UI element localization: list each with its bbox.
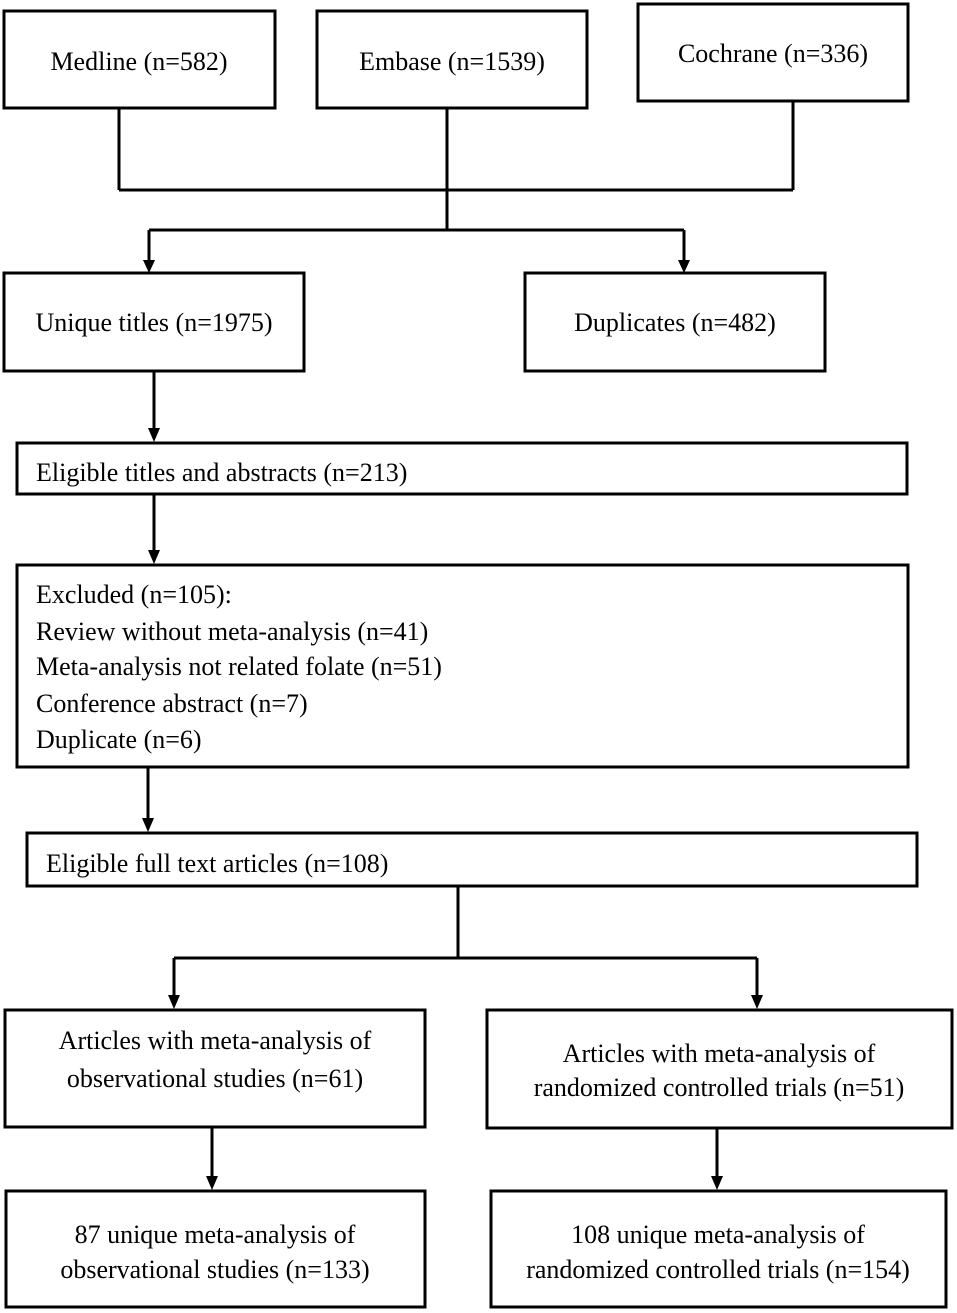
unique-observational-box [4,1189,427,1309]
cochrane-label: Cochrane (n=336) [678,39,868,68]
merge-connector [117,101,795,262]
eligible-titles-box [15,441,909,496]
cochrane-box [636,2,910,103]
observational-line2: observational studies (n=61) [67,1064,363,1093]
duplicates-label: Duplicates (n=482) [574,308,776,337]
eligible-fulltext-label: Eligible full text articles (n=108) [46,849,388,878]
observational-box [3,1008,427,1129]
unique-rct-line1: 108 unique meta-analysis of [571,1220,865,1249]
excluded-not-folate: Meta-analysis not related folate (n=51) [36,652,442,681]
rct-line1: Articles with meta-analysis of [563,1039,876,1068]
medline-label: Medline (n=582) [50,47,227,76]
excluded-conference: Conference abstract (n=7) [36,689,308,718]
unique-rct-box [489,1189,948,1309]
rct-box [485,1008,954,1130]
arrow-to-unique-observational [206,1176,218,1190]
arrow-to-excluded [148,550,160,564]
arrow-to-duplicates [678,260,690,273]
observational-line1: Articles with meta-analysis of [59,1026,372,1055]
arrow-to-observational [168,995,180,1009]
arrow-to-unique-rct [711,1176,723,1190]
rct-line2: randomized controlled trials (n=51) [534,1073,905,1102]
unique-observational-line1: 87 unique meta-analysis of [75,1220,356,1249]
excluded-heading: Excluded (n=105): [36,580,232,609]
eligible-titles-label: Eligible titles and abstracts (n=213) [36,458,407,487]
unique-observational-line2: observational studies (n=133) [60,1255,369,1284]
excluded-box [15,563,910,769]
arrow-to-unique-titles [143,260,155,273]
split-connector [172,886,759,997]
embase-label: Embase (n=1539) [359,47,545,76]
unique-titles-label: Unique titles (n=1975) [35,308,272,337]
duplicates-box [523,271,827,373]
excluded-review: Review without meta-analysis (n=41) [36,617,428,646]
unique-rct-line2: randomized controlled trials (n=154) [526,1255,910,1284]
unique-titles-box [2,271,306,373]
excluded-duplicate: Duplicate (n=6) [36,725,202,754]
eligible-fulltext-box [25,831,919,888]
arrow-to-rct [751,995,763,1009]
embase-box [315,9,589,110]
arrow-to-eligible-titles [148,428,160,442]
medline-box [2,9,277,110]
arrow-to-fulltext [142,818,154,832]
